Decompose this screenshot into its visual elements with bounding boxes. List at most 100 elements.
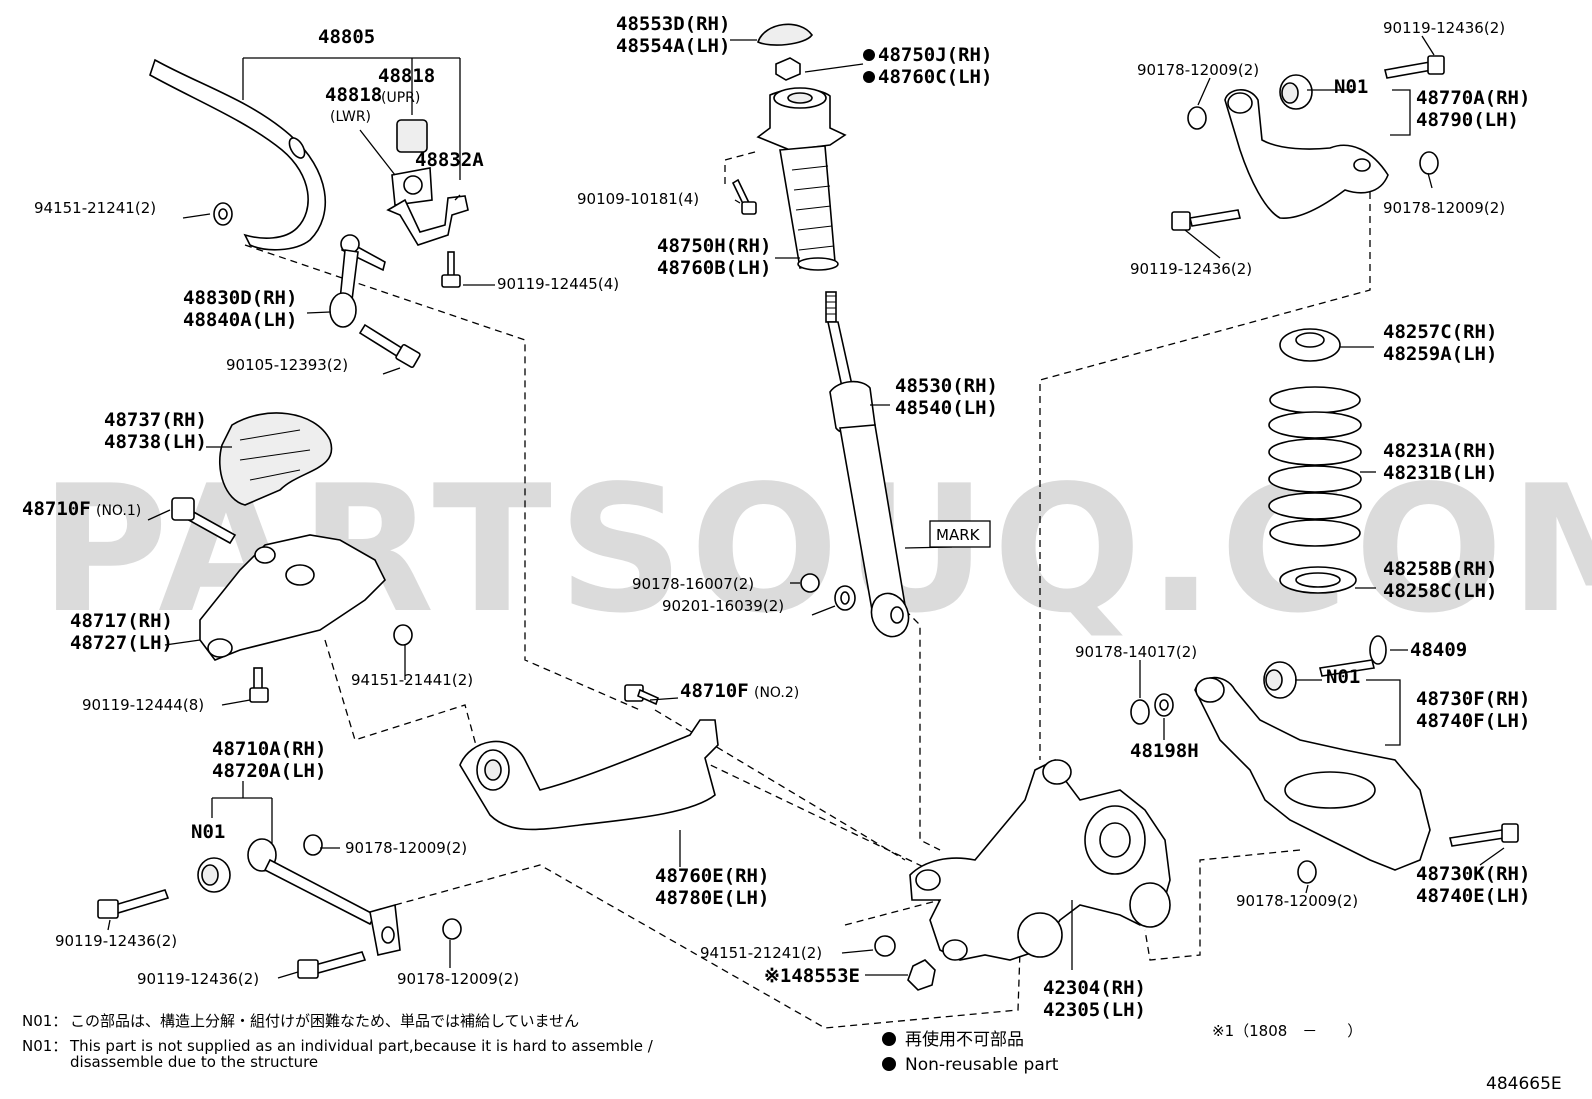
bound-stopper-cap[interactable] [757, 23, 813, 46]
label-48760B: 48760B(LH) [657, 257, 771, 279]
label-48760C: 48760C(LH) [878, 66, 992, 88]
label-48740F: 48740F(LH) [1416, 710, 1530, 732]
label-no2: (NO.2) [754, 685, 799, 701]
nut-94151-21241-b[interactable] [874, 935, 896, 957]
label-42304: 42304(RH) [1043, 977, 1146, 999]
bushing-n01-top[interactable] [1279, 74, 1313, 110]
label-48818-lwr: 48818 [325, 84, 382, 106]
label-n01-left: N01 [191, 821, 225, 843]
label-48258B: 48258B(RH) [1383, 558, 1497, 580]
label-94151-21241-b: 94151-21241(2) [700, 944, 822, 962]
label-90178-16007: 90178-16007(2) [632, 575, 754, 593]
footer-notes: N01： この部品は、構造上分解・組付けが困難なため、単品では補給していません … [22, 1012, 1562, 1094]
dust-boot[interactable] [779, 145, 839, 271]
label-mark: MARK [936, 526, 981, 544]
label-90178-12009-tl: 90178-12009(2) [1137, 61, 1259, 79]
lateral-link[interactable] [247, 838, 401, 956]
bolt-90119-12445[interactable] [441, 251, 461, 288]
label-48760E: 48760E(RH) [655, 865, 769, 887]
bolt-90119-12436-top[interactable] [1384, 55, 1445, 79]
label-48830D: 48830D(RH) [183, 287, 297, 309]
note-n01-jp-prefix: N01： [22, 1012, 67, 1030]
label-48740E: 48740E(LH) [1416, 885, 1530, 907]
nut-94151-21441[interactable] [393, 624, 413, 646]
note-n01-en-line2: disassemble due to the structure [70, 1053, 318, 1071]
legend-en: Non-reusable part [905, 1055, 1059, 1075]
label-48805: 48805 [318, 26, 375, 48]
mark-box [929, 520, 991, 548]
washer-90178-14017[interactable] [1130, 699, 1150, 725]
label-48259A: 48259A(LH) [1383, 343, 1497, 365]
bolt-90109-10181[interactable] [731, 178, 757, 215]
spring-upper-insulator[interactable] [1279, 328, 1341, 362]
spring-lower-insulator[interactable] [1279, 566, 1357, 594]
label-94151-21241-a: 94151-21241(2) [34, 199, 156, 217]
label-90109-10181: 90109-10181(4) [577, 190, 699, 208]
diagram-code: 484665E [1486, 1074, 1562, 1094]
label-90178-12009-br: 90178-12009(2) [1236, 892, 1358, 910]
legend-jp: 再使用不可部品 [905, 1029, 1024, 1050]
strut-nut[interactable] [775, 57, 801, 81]
shock-absorber[interactable] [825, 291, 914, 642]
label-upr: (UPR) [381, 90, 420, 106]
label-48780E: 48780E(LH) [655, 887, 769, 909]
stabilizer-bracket[interactable] [386, 195, 469, 246]
label-48231A: 48231A(RH) [1383, 440, 1497, 462]
upper-control-arm[interactable] [1224, 89, 1389, 219]
bolt-48710F-no1[interactable] [171, 497, 237, 545]
label-n01-top: N01 [1334, 76, 1368, 98]
nut-90178-12009-tl[interactable] [1187, 106, 1207, 130]
stabilizer-link[interactable] [329, 234, 386, 328]
label-48717: 48717(RH) [70, 610, 173, 632]
bolt-90119-12436-bl1[interactable] [97, 889, 170, 919]
bushing-n01-right[interactable] [1263, 661, 1297, 699]
label-94151-21441: 94151-21441(2) [351, 671, 473, 689]
member-sub-frame-mount[interactable] [199, 534, 386, 661]
note-n01-jp-text: この部品は、構造上分解・組付けが困難なため、単品では補給していません [70, 1012, 579, 1030]
bolt-48409[interactable] [1319, 635, 1387, 677]
nut-94151-21241-a[interactable] [213, 202, 233, 226]
trailing-arm[interactable] [459, 719, 719, 831]
rear-axle-carrier[interactable] [909, 758, 1171, 961]
bushing-n01-left[interactable] [197, 857, 231, 893]
bolt-48730K[interactable] [1449, 823, 1519, 847]
lower-control-arm[interactable] [1194, 676, 1431, 871]
nut-90178-12009-bl[interactable] [442, 918, 462, 940]
part-labels: 48805 48818 (UPR) 48818 (LWR) 48832A 941… [22, 13, 1530, 1021]
strut-support[interactable] [756, 87, 847, 151]
legend-dot-en [882, 1057, 896, 1071]
stabilizer-bar[interactable] [149, 58, 327, 251]
label-48710A: 48710A(RH) [212, 738, 326, 760]
washer-48198H[interactable] [1154, 693, 1174, 717]
stabilizer-bushing[interactable] [391, 119, 433, 206]
label-48750H: 48750H(RH) [657, 235, 771, 257]
nut-90178-12009-tr[interactable] [1419, 151, 1439, 175]
legend-dot-jp [882, 1032, 896, 1046]
label-48770A: 48770A(RH) [1416, 87, 1530, 109]
nut-90178-12009-ml[interactable] [303, 834, 323, 856]
bolt-90119-12436-bl2[interactable] [297, 951, 367, 979]
bolt-48710F-no2[interactable] [624, 684, 659, 706]
label-90119-12436-bl2: 90119-12436(2) [137, 970, 259, 988]
member-cover[interactable] [218, 412, 333, 506]
bolt-90119-12444[interactable] [249, 667, 269, 703]
label-48840A: 48840A(LH) [183, 309, 297, 331]
bolt-90105-12393[interactable] [358, 323, 421, 368]
label-48832A: 48832A [415, 149, 484, 171]
label-90178-12009-bl: 90178-12009(2) [397, 970, 519, 988]
nut-148553E[interactable] [907, 959, 936, 991]
label-48553D: 48553D(RH) [616, 13, 730, 35]
washer-90201-16039[interactable] [834, 585, 856, 611]
label-48737: 48737(RH) [104, 409, 207, 431]
nut-90178-12009-br[interactable] [1297, 860, 1317, 884]
label-48257C: 48257C(RH) [1383, 321, 1497, 343]
label-90105-12393: 90105-12393(2) [226, 356, 348, 374]
label-no1: (NO.1) [96, 503, 141, 519]
label-48750J: 48750J(RH) [878, 44, 992, 66]
label-48198H: 48198H [1130, 740, 1199, 762]
nut-90178-16007[interactable] [800, 573, 820, 593]
label-48738: 48738(LH) [104, 431, 207, 453]
bolt-90119-12436-mid[interactable] [1171, 209, 1241, 231]
coil-spring[interactable] [1268, 386, 1362, 547]
label-48554A: 48554A(LH) [616, 35, 730, 57]
